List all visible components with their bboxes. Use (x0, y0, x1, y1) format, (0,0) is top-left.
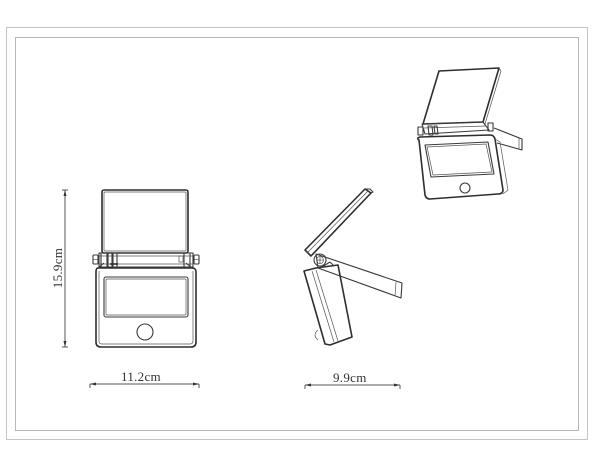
inner-frame-border (15, 37, 579, 431)
iso-motion-sensor-icon (459, 182, 471, 194)
depth-dimension-line (304, 383, 401, 389)
iso-bracket-arm (493, 127, 523, 151)
iso-hinge-bar (417, 121, 494, 136)
outer-frame-border (6, 27, 588, 440)
width-dimension-line (89, 382, 200, 388)
depth-dimension-label: 9.9cm (333, 370, 367, 385)
front-hinge-bar (92, 252, 200, 268)
isometric-view (416, 67, 523, 200)
iso-right-bolt-icon (487, 122, 494, 132)
hinge-screw-icon (313, 253, 327, 267)
iso-led-window (424, 141, 495, 178)
width-dimension-label: 11.2cm (121, 369, 161, 384)
front-view (62, 189, 200, 388)
front-solar-panel (101, 189, 189, 254)
side-view (303, 188, 403, 389)
iso-solar-panel (422, 67, 502, 125)
iso-light-body (416, 134, 509, 200)
side-light-body (303, 261, 353, 346)
side-bracket-arm (315, 253, 403, 299)
height-dimension-line (62, 189, 68, 348)
iso-left-bolt-icon (417, 126, 424, 136)
front-light-body (95, 262, 197, 348)
led-window (103, 276, 189, 318)
height-dimension-label: 15.9cm (50, 247, 66, 289)
side-solar-panel (304, 188, 374, 257)
side-sensor-bump (314, 329, 319, 341)
motion-sensor-icon (136, 323, 154, 341)
